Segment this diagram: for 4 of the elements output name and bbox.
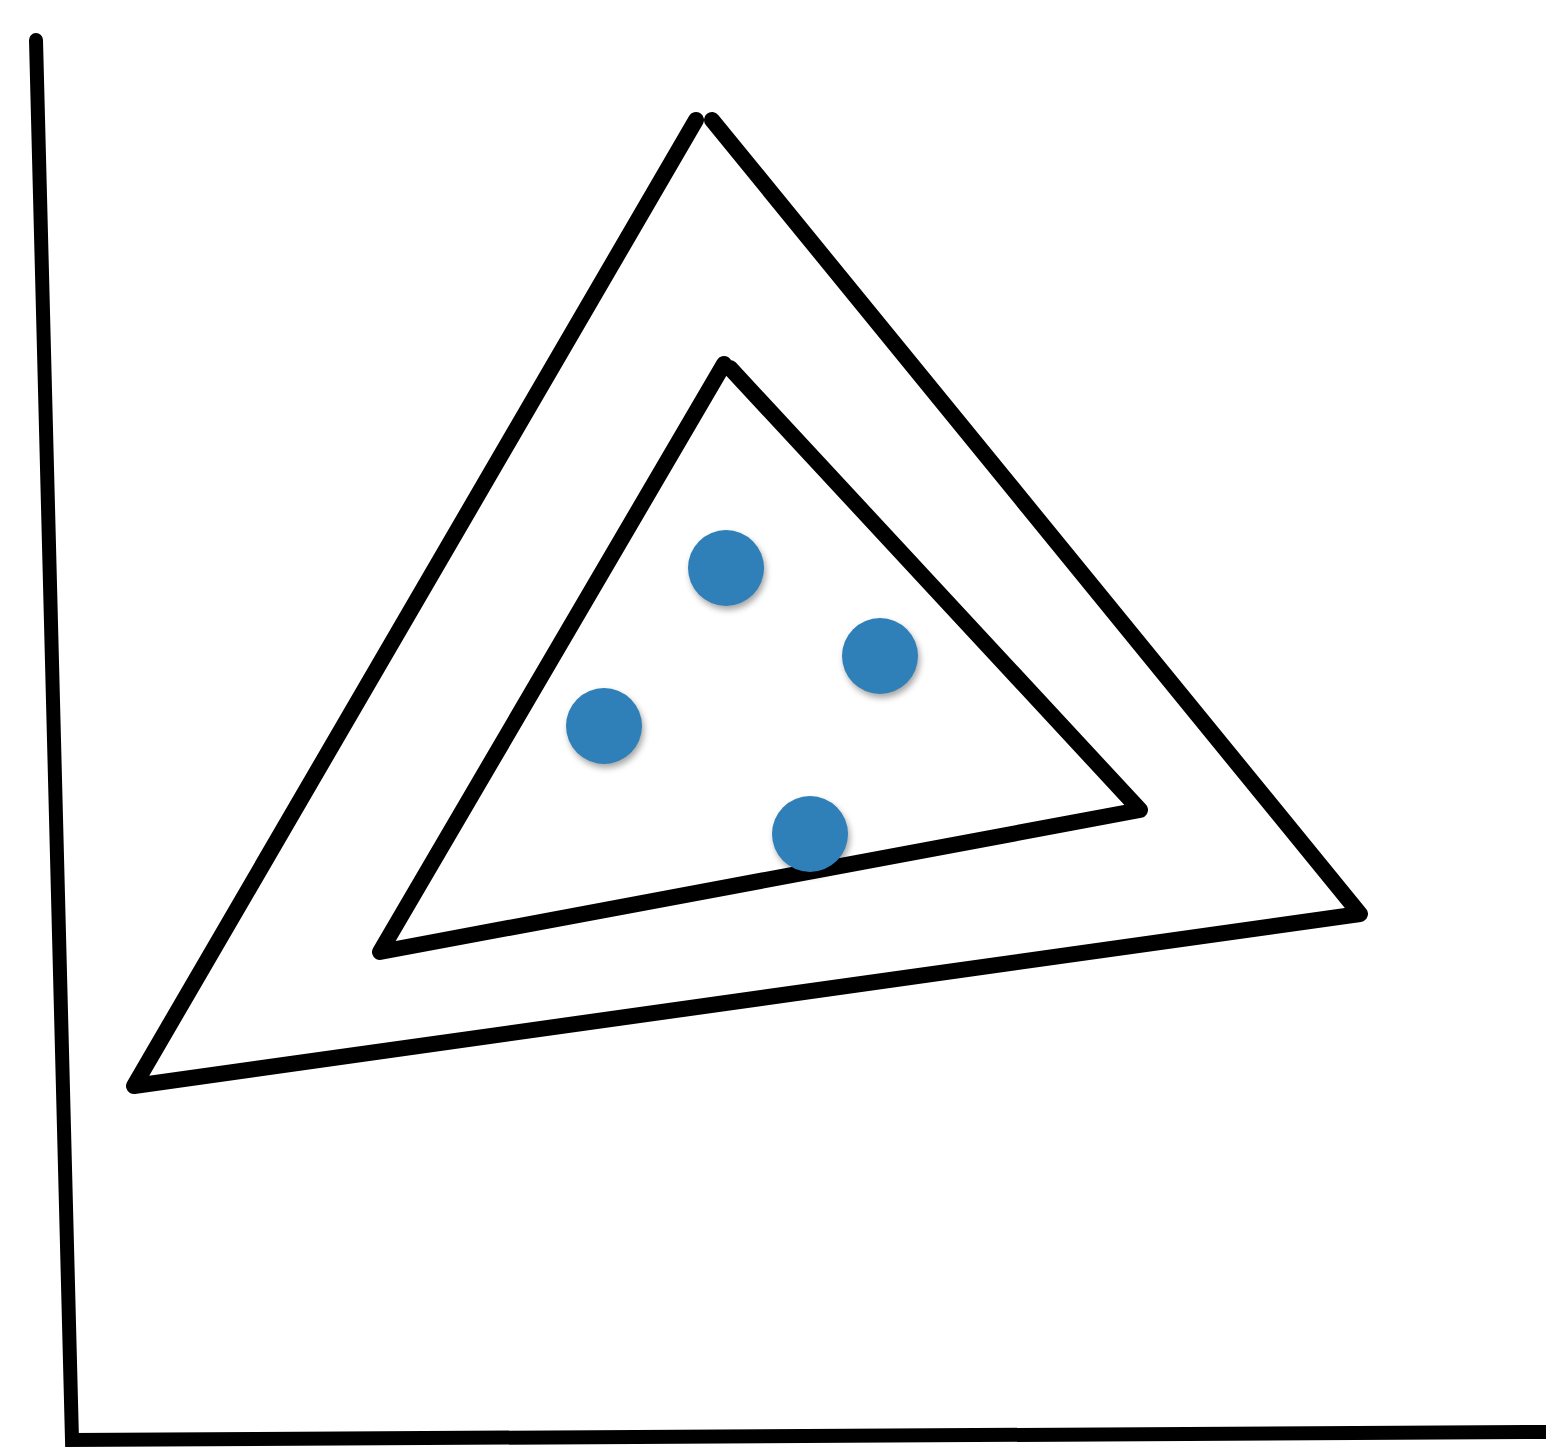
dot <box>842 618 918 694</box>
dot <box>772 796 848 872</box>
dot <box>688 530 764 606</box>
dot <box>566 688 642 764</box>
